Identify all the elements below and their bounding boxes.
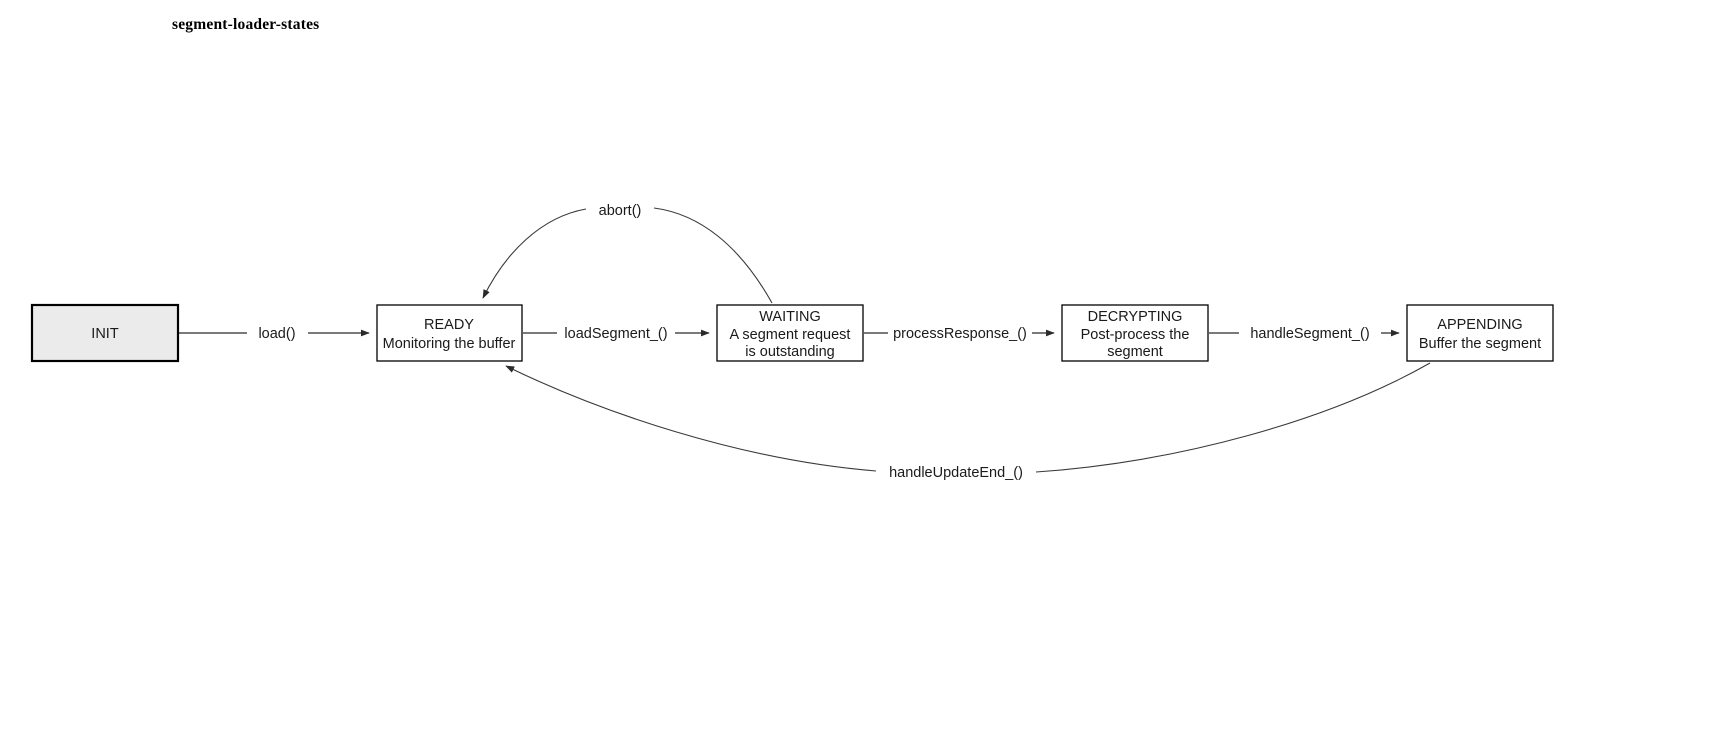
- state-node-decrypting[interactable]: DECRYPTING Post-process the segment: [1061, 304, 1209, 362]
- state-node-waiting-subtitle-2: is outstanding: [745, 344, 834, 360]
- state-node-appending[interactable]: APPENDING Buffer the segment: [1406, 304, 1554, 362]
- edge-waiting-ready-abort: abort(): [482, 203, 773, 304]
- state-node-decrypting-subtitle-2: segment: [1107, 344, 1163, 360]
- state-node-decrypting-title: DECRYPTING: [1088, 309, 1183, 325]
- edge-label-handle-segment: handleSegment_(): [1250, 326, 1369, 342]
- state-node-waiting-box[interactable]: [716, 304, 864, 362]
- edge-ready-waiting: loadSegment_(): [523, 326, 710, 342]
- state-node-appending-title: APPENDING: [1437, 317, 1522, 333]
- state-node-decrypting-box[interactable]: [1061, 304, 1209, 362]
- state-node-init[interactable]: INIT: [30, 303, 180, 363]
- edge-waiting-decrypting: processResponse_(): [864, 326, 1055, 342]
- edge-label-load-segment: loadSegment_(): [564, 326, 667, 342]
- edge-decrypting-appending: handleSegment_(): [1209, 326, 1400, 342]
- state-node-init-title: INIT: [91, 326, 119, 342]
- edge-label-process-response: processResponse_(): [893, 326, 1027, 342]
- state-node-ready-subtitle: Monitoring the buffer: [383, 336, 516, 352]
- edge-label-abort: abort(): [599, 203, 642, 219]
- state-node-appending-box[interactable]: [1406, 304, 1554, 362]
- edge-label-load: load(): [258, 326, 295, 342]
- state-node-appending-subtitle: Buffer the segment: [1419, 336, 1541, 352]
- state-node-ready-box[interactable]: [376, 304, 523, 362]
- edge-label-handle-update-end: handleUpdateEnd_(): [889, 465, 1023, 481]
- state-node-waiting[interactable]: WAITING A segment request is outstanding: [716, 304, 864, 362]
- state-node-waiting-subtitle: A segment request: [730, 327, 851, 343]
- edge-appending-ready-update-end: handleUpdateEnd_(): [505, 362, 1431, 481]
- edge-init-ready: load(): [179, 326, 370, 342]
- state-node-decrypting-subtitle: Post-process the: [1081, 327, 1190, 343]
- state-node-ready-title: READY: [424, 317, 474, 333]
- page-title: segment-loader-states: [172, 16, 319, 33]
- state-node-waiting-title: WAITING: [759, 309, 820, 325]
- state-node-init-box[interactable]: [30, 303, 180, 363]
- state-node-ready[interactable]: READY Monitoring the buffer: [376, 304, 523, 362]
